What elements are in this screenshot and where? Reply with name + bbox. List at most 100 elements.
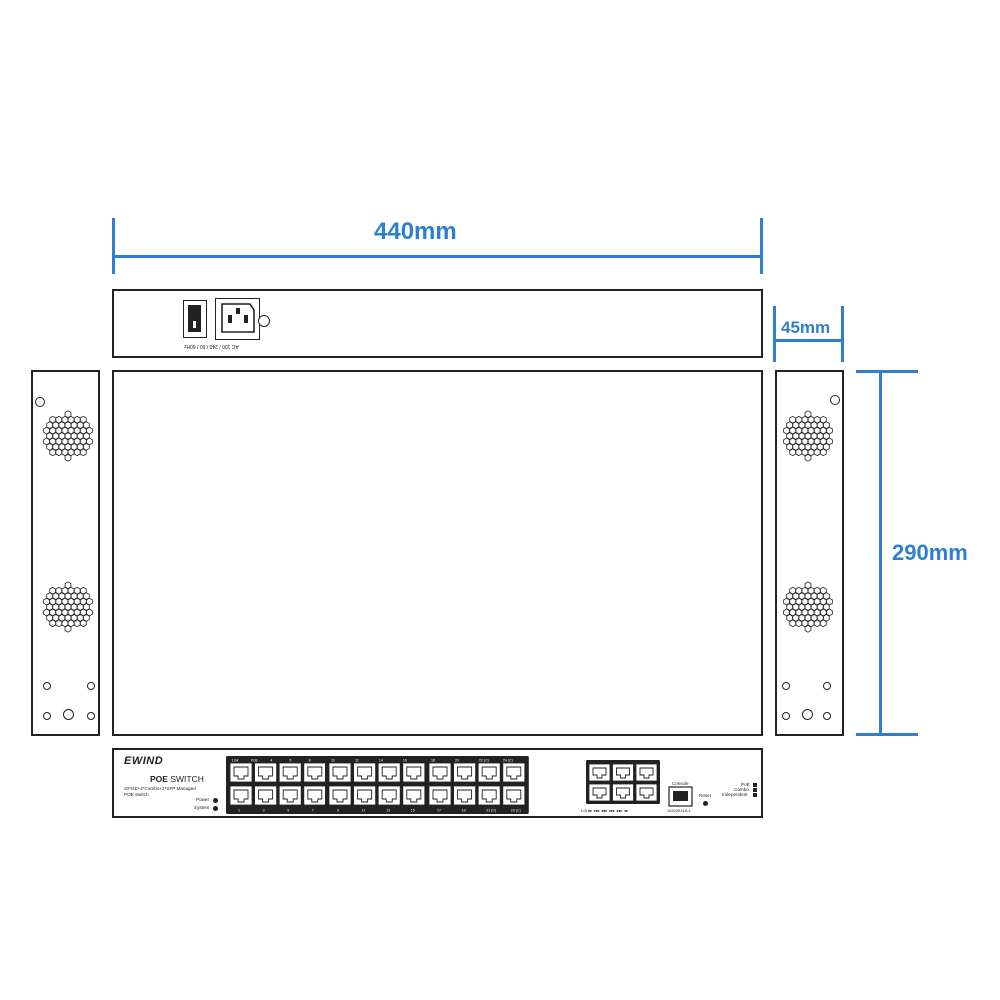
port-number-label: 19 bbox=[462, 809, 466, 813]
port-number-label: 23 (C) bbox=[511, 809, 521, 813]
rj45-port[interactable] bbox=[377, 762, 401, 783]
port-number-label: 24 (C) bbox=[503, 759, 513, 763]
vent-grille-icon bbox=[43, 581, 93, 633]
port-number-label: 20 bbox=[455, 759, 459, 763]
width-dimension-line bbox=[112, 255, 763, 258]
vent-hex bbox=[55, 619, 63, 628]
rj45-port[interactable] bbox=[254, 762, 278, 783]
vent-hex bbox=[819, 619, 827, 628]
reset-button[interactable] bbox=[703, 801, 708, 806]
vent-hex bbox=[55, 448, 63, 457]
port-number-label: 12 bbox=[355, 759, 359, 763]
rj45-port[interactable] bbox=[453, 762, 477, 783]
port-number-label: 4 bbox=[270, 759, 272, 763]
vent-hex bbox=[804, 453, 812, 462]
product-subtitle-line1: 20*GE+4*Combo+2*SFP Managed bbox=[124, 786, 196, 791]
rj45-port[interactable] bbox=[353, 785, 377, 806]
port-number-label: 18 bbox=[431, 759, 435, 763]
rj45-port[interactable] bbox=[402, 762, 426, 783]
sfp-port[interactable] bbox=[588, 783, 611, 802]
screw-hole-icon bbox=[63, 709, 74, 720]
rj45-port[interactable] bbox=[477, 762, 501, 783]
sfp-port[interactable] bbox=[588, 763, 611, 782]
rj45-port[interactable] bbox=[278, 762, 302, 783]
vent-hex bbox=[49, 448, 57, 457]
brand-logo: EWIND bbox=[124, 755, 164, 767]
rj45-port[interactable] bbox=[453, 785, 477, 806]
mode-led-independent-icon bbox=[753, 793, 757, 797]
port-number-label: 11 bbox=[362, 809, 366, 813]
sfp-port[interactable] bbox=[612, 763, 634, 782]
port-number-label: 14 bbox=[379, 759, 383, 763]
product-subtitle-line2: POE Switch bbox=[124, 792, 149, 797]
port-number-label: 9 bbox=[337, 809, 339, 813]
vent-hex bbox=[813, 619, 821, 628]
rj45-port[interactable] bbox=[502, 762, 526, 783]
rj45-port[interactable] bbox=[254, 785, 278, 806]
vent-hex bbox=[795, 448, 803, 457]
rj45-port[interactable] bbox=[328, 785, 352, 806]
port-number-label: 21 (C) bbox=[486, 809, 496, 813]
product-title: POE SWITCH bbox=[150, 774, 204, 784]
port-number-label: 8 bbox=[309, 759, 311, 763]
port-number-label: 17 bbox=[437, 809, 441, 813]
depth-dimension-line bbox=[879, 370, 882, 736]
led-label-power: Power bbox=[196, 797, 210, 802]
ground-screw-icon bbox=[258, 315, 270, 327]
rj45-port[interactable] bbox=[428, 762, 452, 783]
rj45-port[interactable] bbox=[303, 762, 327, 783]
height-dimension-right-tick bbox=[841, 306, 844, 362]
screw-hole-icon bbox=[823, 682, 831, 690]
port-number-label: 6 bbox=[289, 759, 291, 763]
rj45-port[interactable] bbox=[278, 785, 302, 806]
rj45-port[interactable] bbox=[428, 785, 452, 806]
port-number-label: 10 bbox=[331, 759, 335, 763]
mode-led-combo-icon bbox=[753, 788, 757, 792]
led-label-system: System bbox=[194, 805, 210, 810]
port-number-label: 3 bbox=[263, 809, 265, 813]
vent-hex bbox=[804, 624, 812, 633]
led-power-icon bbox=[213, 798, 218, 803]
vent-hex bbox=[813, 448, 821, 457]
vent-hex bbox=[789, 448, 797, 457]
rj45-port[interactable] bbox=[477, 785, 501, 806]
rj45-port[interactable] bbox=[303, 785, 327, 806]
console-sub-label: 115200,N,8,1 bbox=[667, 808, 691, 813]
mode-led-poe-icon bbox=[753, 783, 757, 787]
height-dimension-line bbox=[773, 339, 844, 342]
vent-hex bbox=[789, 619, 797, 628]
product-title-bold: POE bbox=[150, 774, 168, 784]
vent-hex bbox=[73, 448, 81, 457]
port-number-label: 13 bbox=[386, 809, 390, 813]
front-panel: EWIND POE SWITCH 20*GE+4*Combo+2*SFP Man… bbox=[112, 748, 763, 818]
depth-dimension-label: 290mm bbox=[892, 540, 968, 565]
rj45-port[interactable] bbox=[328, 762, 352, 783]
sfp-port[interactable] bbox=[635, 783, 658, 802]
rj45-port[interactable] bbox=[229, 785, 253, 806]
screw-hole-icon bbox=[43, 712, 51, 720]
screw-hole-icon bbox=[87, 682, 95, 690]
rj45-port[interactable] bbox=[353, 762, 377, 783]
vent-grille-icon bbox=[783, 410, 833, 462]
vent-grille-icon bbox=[43, 410, 93, 462]
depth-dimension-bottom-tick bbox=[856, 733, 918, 736]
console-label: Console bbox=[672, 781, 689, 786]
port-number-label: PoE bbox=[251, 759, 258, 763]
screw-hole-icon bbox=[782, 682, 790, 690]
led-system-icon bbox=[213, 806, 218, 811]
rj45-port[interactable] bbox=[402, 785, 426, 806]
port-number-label: 16 bbox=[403, 759, 407, 763]
sfp-port[interactable] bbox=[635, 763, 658, 782]
left-side-panel bbox=[31, 370, 100, 736]
rj45-port[interactable] bbox=[229, 762, 253, 783]
power-switch-icon bbox=[183, 300, 207, 338]
ac-inlet-icon bbox=[215, 298, 260, 340]
mode-led-label-poe: PoE bbox=[741, 782, 750, 787]
rj45-port[interactable] bbox=[502, 785, 526, 806]
reset-label: Reset bbox=[699, 793, 712, 798]
sfp-port[interactable] bbox=[612, 783, 634, 802]
console-port[interactable] bbox=[668, 786, 693, 807]
rj45-port[interactable] bbox=[377, 785, 401, 806]
